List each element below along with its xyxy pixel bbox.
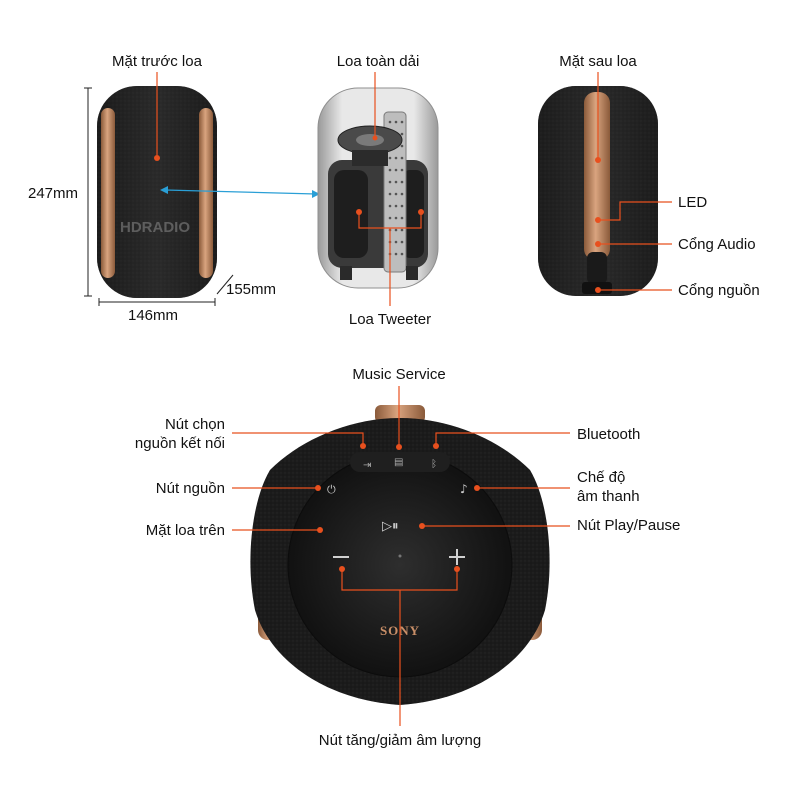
front-speaker: HDRADIO bbox=[97, 86, 217, 298]
front-right-copper-panel bbox=[199, 108, 213, 278]
source-marker bbox=[360, 443, 366, 449]
bluetooth-label: Bluetooth bbox=[577, 426, 640, 443]
front-speaker-label: Mặt trước loa bbox=[112, 53, 203, 70]
source-button[interactable]: ⇥ bbox=[363, 460, 371, 471]
music-service-button[interactable]: ▤ bbox=[394, 457, 403, 468]
volume-up-button[interactable] bbox=[449, 549, 465, 565]
bluetooth-button[interactable]: ᛒ bbox=[431, 459, 437, 470]
play-pause-icon: ▷⏸ bbox=[382, 519, 399, 534]
sound-mode-button[interactable]: ♪ bbox=[460, 482, 468, 496]
power-button-label: Nút nguồn bbox=[156, 480, 225, 497]
minus-icon bbox=[333, 556, 349, 558]
music-service-marker bbox=[396, 444, 402, 450]
cutaway-tweeter-left-marker bbox=[356, 209, 362, 215]
back-port-panel bbox=[587, 252, 607, 284]
depth-dimension-label: 155mm bbox=[226, 281, 276, 298]
led-label: LED bbox=[678, 194, 707, 211]
led-marker bbox=[595, 217, 601, 223]
music-service-icon: ▤ bbox=[394, 457, 403, 468]
volume-label: Nút tăng/giảm âm lượng bbox=[319, 732, 481, 749]
bluetooth-leader-line bbox=[435, 432, 570, 444]
bluetooth-icon: ᛒ bbox=[431, 459, 437, 470]
audio-port-label: Cổng Audio bbox=[678, 236, 756, 253]
fullrange-label: Loa toàn dải bbox=[337, 53, 420, 70]
back-speaker-label: Mặt sau loa bbox=[559, 53, 637, 70]
depth-dimension-line bbox=[216, 274, 234, 295]
led-leader-line bbox=[600, 201, 672, 221]
source-select-label-line2: nguồn kết nối bbox=[135, 435, 225, 452]
power-button[interactable]: ⏻ bbox=[327, 483, 336, 496]
tweeter-label: Loa Tweeter bbox=[349, 311, 431, 328]
power-icon: ⏻ bbox=[327, 483, 336, 496]
power-port-marker bbox=[595, 287, 601, 293]
volume-down-marker bbox=[339, 566, 345, 572]
source-select-label-line1: Nút chọn bbox=[165, 416, 225, 433]
volume-leader-line bbox=[341, 571, 458, 726]
tweeter-leader-line bbox=[358, 214, 422, 306]
back-copper-strip bbox=[584, 92, 610, 260]
source-leader-line bbox=[232, 432, 364, 444]
cutaway-speaker bbox=[317, 87, 439, 289]
power-marker bbox=[315, 485, 321, 491]
source-icon: ⇥ bbox=[363, 460, 371, 471]
audio-port-marker bbox=[595, 241, 601, 247]
top-center-mic-dot bbox=[398, 554, 402, 558]
power-port-label: Cổng nguồn bbox=[678, 282, 760, 299]
sound-mode-marker bbox=[474, 485, 480, 491]
front-to-cutaway-arrow bbox=[164, 189, 317, 195]
top-view-speaker: ⇥ ▤ ᛒ ⏻ ♪ ▷⏸ SONY bbox=[250, 405, 550, 705]
sound-mode-label-line2: âm thanh bbox=[577, 488, 640, 505]
height-dimension-label: 247mm bbox=[28, 185, 78, 202]
music-service-label: Music Service bbox=[352, 366, 445, 383]
back-label-marker bbox=[595, 157, 601, 163]
play-pause-button[interactable]: ▷⏸ bbox=[382, 519, 399, 534]
front-watermark: HDRADIO bbox=[120, 219, 190, 236]
volume-up-marker bbox=[454, 566, 460, 572]
sound-mode-icon: ♪ bbox=[460, 482, 468, 496]
top-face-label: Mặt loa trên bbox=[146, 522, 225, 539]
sound-mode-label-line1: Chế độ bbox=[577, 469, 625, 486]
cutaway-tweeter-right-marker bbox=[418, 209, 424, 215]
volume-down-button[interactable] bbox=[333, 556, 349, 558]
play-pause-label: Nút Play/Pause bbox=[577, 517, 680, 534]
top-face-marker bbox=[317, 527, 323, 533]
front-marker-dot bbox=[154, 155, 160, 161]
play-pause-marker bbox=[419, 523, 425, 529]
front-left-copper-panel bbox=[101, 108, 115, 278]
bluetooth-marker bbox=[433, 443, 439, 449]
width-dimension-label: 146mm bbox=[128, 307, 178, 324]
